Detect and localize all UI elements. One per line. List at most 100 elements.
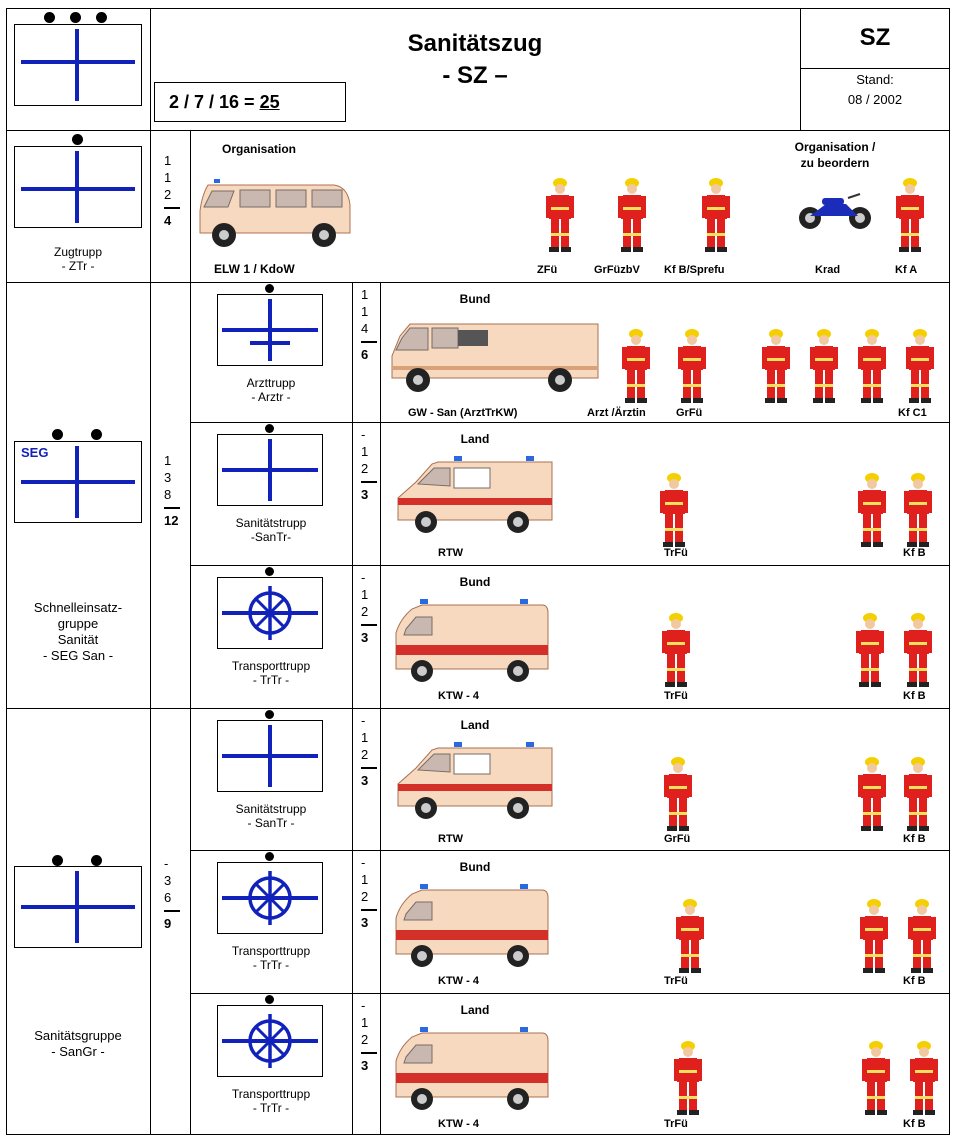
org-label: Bund	[459, 292, 491, 306]
strength-total: 25	[259, 92, 280, 112]
rank-dot	[265, 995, 274, 1004]
sub-unit-symbol	[217, 862, 323, 934]
unit-symbol-zug	[14, 24, 142, 106]
sub-unit-symbol	[217, 720, 323, 792]
person-label: Krad	[815, 264, 841, 276]
rank-dot	[96, 12, 107, 23]
helper-figure-icon	[678, 329, 706, 403]
sub-unit-symbol	[217, 434, 323, 506]
unit-abbrev: - SEG San -	[42, 648, 114, 663]
rank-dot	[52, 429, 63, 440]
helper-figure-icon	[860, 899, 888, 973]
unit-symbol-seg: SEG	[14, 441, 142, 523]
org-label: Bund	[459, 860, 491, 874]
vehicle-label: KTW - 4	[438, 975, 479, 987]
org-label: Land	[460, 1003, 490, 1017]
person-label: GrFü	[664, 833, 691, 845]
helper-figure-icon	[674, 1041, 702, 1115]
rank-dot	[72, 134, 83, 145]
helper-figure-icon	[618, 178, 646, 252]
helper-figure-icon	[662, 613, 690, 687]
van-gw-san-icon	[391, 323, 599, 392]
rank-dot	[265, 284, 274, 293]
unit-name: Sanität	[57, 632, 99, 647]
abbrev: SZ	[859, 24, 891, 51]
sub-unit-name: Transporttrupp	[231, 944, 311, 958]
sub-unit-name: Sanitätstrupp	[235, 516, 307, 530]
helper-figure-icon	[660, 473, 688, 547]
org-label: Land	[460, 432, 490, 446]
strength-formula: 2 / 7 / 16 =	[169, 92, 260, 112]
person-label: Kf B/Sprefu	[664, 264, 725, 276]
person-label: Kf B	[903, 833, 926, 845]
person-label: Kf B	[903, 1118, 926, 1130]
helper-figure-icon	[810, 329, 838, 403]
org-label: Organisation	[222, 142, 297, 156]
person-label: ZFü	[537, 264, 558, 276]
ambulance-rtw-icon	[397, 742, 553, 819]
page-title: Sanitätszug	[407, 30, 543, 57]
unit-abbrev: - ZTr -	[61, 259, 95, 273]
org-label-2: Organisation /	[794, 140, 876, 154]
sub-unit-name: Sanitätstrupp	[235, 802, 307, 816]
vehicle-label: KTW - 4	[438, 690, 479, 702]
person-label: TrFü	[664, 690, 688, 702]
sub-unit-name: Arzttrupp	[246, 376, 296, 390]
person-label: GrFüzbV	[594, 264, 640, 276]
unit-symbol-ztr	[14, 146, 142, 228]
sub-unit-abbrev: - TrTr -	[252, 958, 290, 972]
strength-box: 2 / 7 / 16 = 25	[154, 82, 346, 122]
vehicle-label: RTW	[438, 833, 464, 845]
rank-dot	[91, 855, 102, 866]
helper-figure-icon	[896, 178, 924, 252]
sub-unit-abbrev: -SanTr-	[250, 530, 292, 544]
ambulance-ktw-icon	[395, 884, 549, 967]
person-label: Kf B	[903, 690, 926, 702]
helper-figure-icon	[702, 178, 730, 252]
vehicle-label: KTW - 4	[438, 1118, 479, 1130]
helper-figure-icon	[904, 473, 932, 547]
helper-figure-icon	[676, 899, 704, 973]
helper-figure-icon	[858, 329, 886, 403]
rank-dot	[91, 429, 102, 440]
rank-dot	[44, 12, 55, 23]
rank-dot	[265, 852, 274, 861]
helper-figure-icon	[856, 613, 884, 687]
sub-unit-symbol	[217, 1005, 323, 1077]
unit-symbol-sangr	[14, 866, 142, 948]
rank-dot	[52, 855, 63, 866]
helper-figure-icon	[904, 757, 932, 831]
sub-unit-symbol	[217, 294, 323, 366]
person-label: Arzt /Ärztin	[587, 407, 646, 419]
ambulance-ktw-icon	[395, 599, 549, 682]
person-label: Kf B	[903, 547, 926, 559]
van-elw-icon	[199, 179, 351, 247]
sub-unit-symbol	[217, 577, 323, 649]
helper-figure-icon	[762, 329, 790, 403]
unit-name: gruppe	[57, 616, 99, 631]
person-label: TrFü	[664, 547, 688, 559]
person-label: Kf C1	[898, 407, 927, 419]
vehicle-label: RTW	[438, 547, 464, 559]
sub-unit-abbrev: - TrTr -	[252, 673, 290, 687]
person-label: Kf B	[903, 975, 926, 987]
sub-unit-abbrev: - SanTr -	[247, 816, 295, 830]
unit-abbrev: - SanGr -	[51, 1044, 105, 1059]
unit-name: Zugtrupp	[53, 245, 103, 259]
person-label: TrFü	[664, 1118, 688, 1130]
stand-label: Stand:	[856, 72, 894, 87]
person-label: GrFü	[676, 407, 703, 419]
sub-unit-name: Transporttrupp	[231, 1087, 311, 1101]
stand-date: 08 / 2002	[847, 92, 903, 107]
helper-figure-icon	[910, 1041, 938, 1115]
sub-unit-abbrev: - Arztr -	[251, 390, 291, 404]
helper-figure-icon	[904, 613, 932, 687]
helper-figure-icon	[858, 473, 886, 547]
org-label: Land	[460, 718, 490, 732]
